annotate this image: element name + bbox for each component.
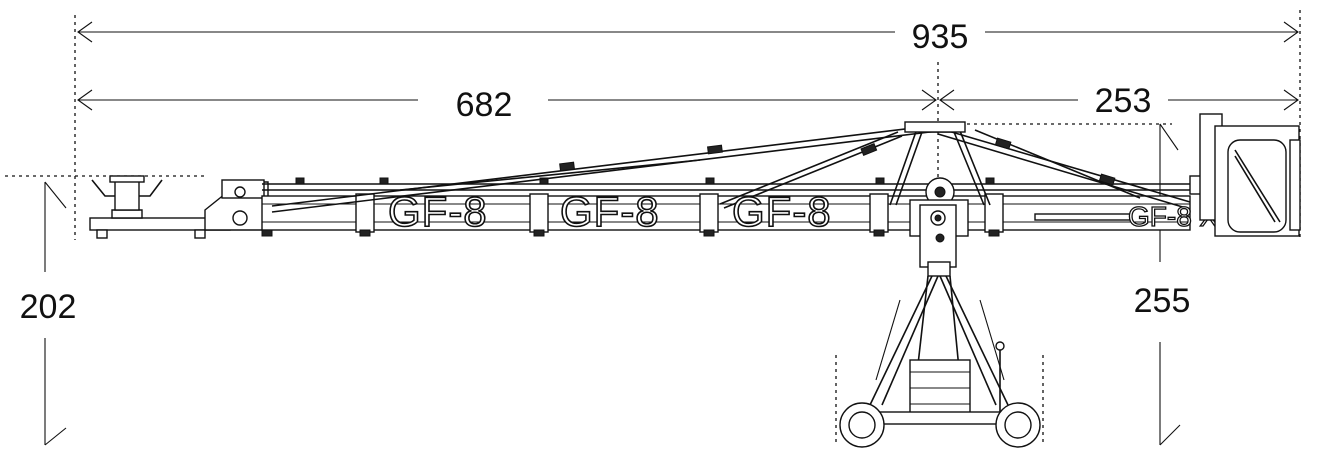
dimension-left-height: 202 [20, 181, 77, 446]
arm-beam [261, 177, 1191, 237]
arm-label-section-2: GF-8 [560, 188, 660, 235]
dimension-right-height: 255 [1134, 123, 1191, 446]
pivot-head [909, 177, 969, 277]
dimension-front-arm-label: 682 [456, 86, 513, 124]
counterweight-bucket [1189, 113, 1301, 237]
dimension-rear-arm-label: 253 [1095, 82, 1152, 120]
tripod-base [839, 275, 1041, 448]
dimension-front-arm: 682 [77, 86, 937, 124]
camera-platform [89, 175, 269, 239]
arm-labels: GF-8 GF-8 GF-8 GF-8 Xten [387, 187, 1258, 236]
arm-label-section-3: GF-8 [732, 188, 832, 235]
support-rods [271, 121, 1191, 213]
dimension-rear-arm: 253 [939, 82, 1299, 120]
arm-label-section-1: GF-8 [388, 188, 488, 235]
dimension-overall-label: 935 [912, 18, 969, 56]
dimension-right-height-label: 255 [1134, 282, 1191, 320]
dimension-left-height-label: 202 [20, 288, 77, 326]
dimension-overall: 935 [77, 18, 1299, 56]
